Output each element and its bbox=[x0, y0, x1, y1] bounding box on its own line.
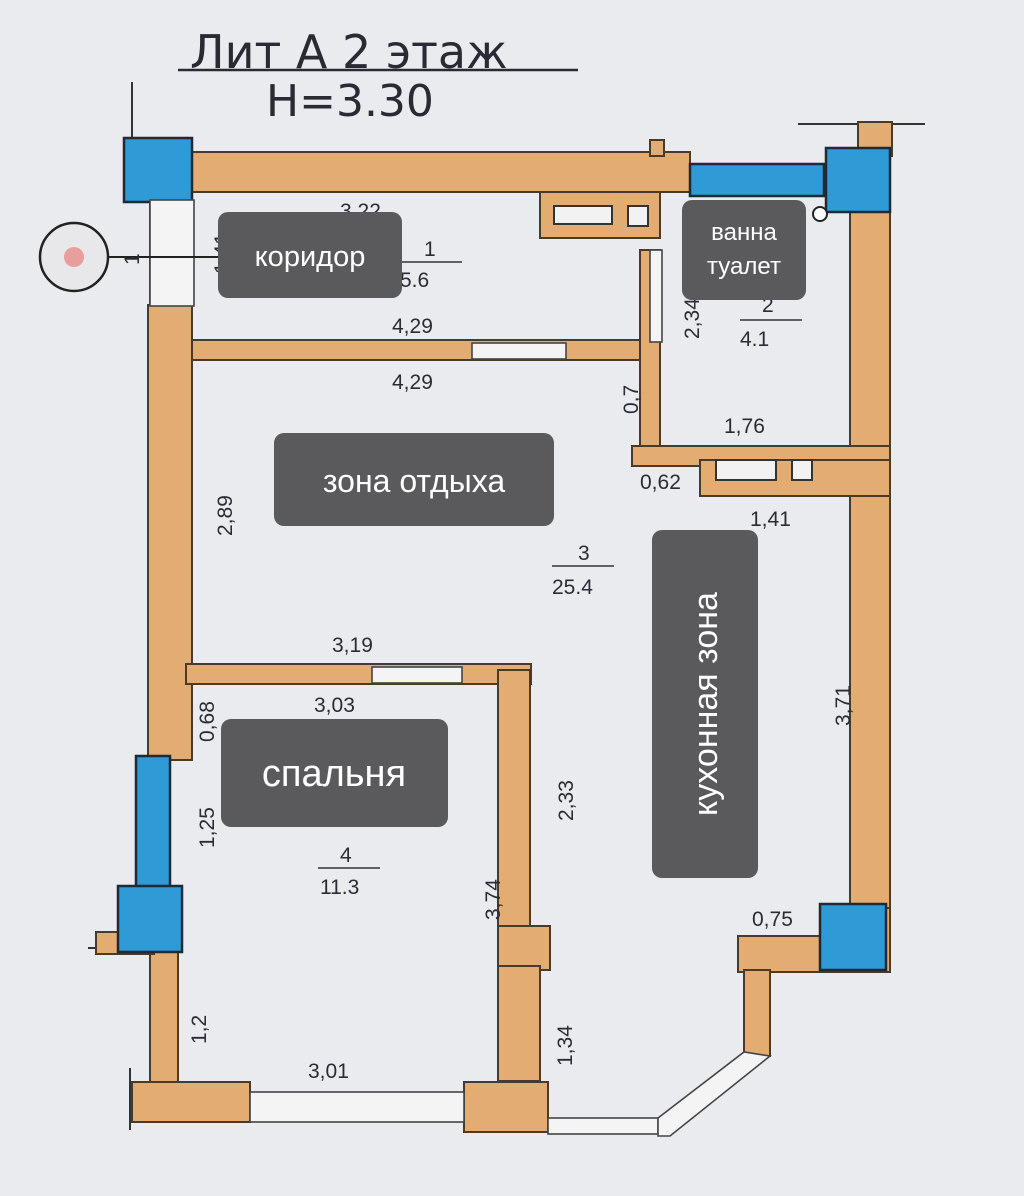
dim-living-top: 4,29 bbox=[392, 371, 433, 394]
axis-label: 1 bbox=[121, 253, 144, 265]
bathroom-area: 4.1 bbox=[740, 328, 769, 351]
axis-marker: 1 bbox=[38, 221, 224, 293]
dim-kitchen-right: 3,71 bbox=[832, 685, 855, 726]
dim-bedroom-left-upper: 0,68 bbox=[196, 701, 219, 742]
dim-bedroom-top-inner: 3,03 bbox=[314, 694, 355, 717]
room-label-living: зона отдыха bbox=[274, 433, 554, 526]
kitchen-label: кухонная зона bbox=[687, 592, 725, 816]
dim-bay-top: 0,75 bbox=[752, 908, 793, 931]
bedroom-label: спальня bbox=[262, 753, 406, 795]
corridor-label: коридор bbox=[255, 241, 366, 273]
dim-bath-bottom: 1,76 bbox=[724, 415, 765, 438]
dim-kitchen-top: 1,41 bbox=[750, 508, 791, 531]
room-label-kitchen: кухонная зона bbox=[652, 530, 758, 878]
dim-bedroom-left-window: 1,25 bbox=[196, 807, 219, 848]
living-number: 3 bbox=[578, 542, 590, 565]
dim-partition-right: 2,33 bbox=[555, 780, 578, 821]
dim-living-left: 2,89 bbox=[214, 495, 237, 536]
bathroom-number: 2 bbox=[762, 294, 774, 317]
ceiling-height: H=3.30 bbox=[266, 76, 434, 127]
dim-niche-horizontal: 0,62 bbox=[640, 471, 681, 494]
corridor-number: 1 bbox=[424, 238, 436, 261]
dim-niche-vertical: 0,7 bbox=[620, 385, 643, 414]
bathroom-label-line2: туалет bbox=[707, 253, 781, 280]
bedroom-area: 11.3 bbox=[320, 876, 359, 899]
openings bbox=[149, 199, 772, 1137]
living-area: 25.4 bbox=[552, 576, 593, 599]
dim-bath-left: 2,34 bbox=[681, 298, 704, 339]
living-label: зона отдыха bbox=[323, 463, 505, 499]
fixtures bbox=[553, 205, 828, 481]
dim-bedroom-left-lower: 1,2 bbox=[188, 1015, 211, 1044]
bathroom-label-line1: ванна bbox=[711, 219, 777, 246]
room-label-bedroom: спальня bbox=[221, 719, 448, 827]
bedroom-number: 4 bbox=[340, 844, 352, 867]
room-label-corridor: коридор bbox=[218, 212, 402, 298]
dim-bedroom-bottom: 3,01 bbox=[308, 1060, 349, 1083]
room-numbers: 1 5.6 2 4.1 3 25.4 4 11.3 bbox=[318, 238, 802, 899]
dim-bay-left: 1,34 bbox=[554, 1025, 577, 1066]
columns bbox=[116, 136, 892, 972]
dim-corridor-bottom: 4,29 bbox=[392, 315, 433, 338]
room-label-bathroom: ванна туалет bbox=[682, 200, 806, 300]
dim-bedroom-right: 3,74 bbox=[482, 879, 505, 920]
corridor-area: 5.6 bbox=[400, 269, 429, 292]
dim-bedroom-top-outer: 3,19 bbox=[332, 634, 373, 657]
